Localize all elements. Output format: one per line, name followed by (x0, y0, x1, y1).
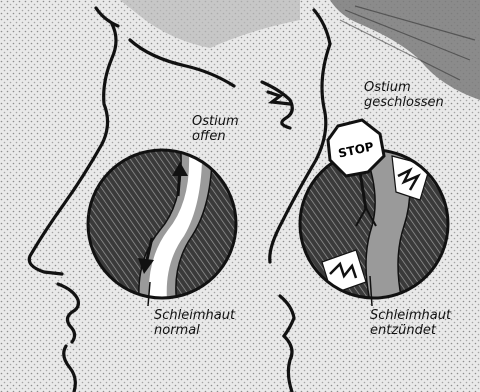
right-top-line2: geschlossen (364, 95, 444, 110)
right-bottom-label: Schleimhaut entzündet (370, 308, 451, 338)
left-bottom-line2: normal (154, 323, 235, 338)
right-bottom-line2: entzündet (370, 323, 451, 338)
left-top-line1: Ostium (192, 114, 239, 129)
left-top-line2: offen (192, 129, 239, 144)
left-bottom-label: Schleimhaut normal (154, 308, 235, 338)
left-top-label: Ostium offen (192, 114, 239, 144)
right-bottom-line1: Schleimhaut (370, 308, 451, 323)
left-bottom-line1: Schleimhaut (154, 308, 235, 323)
right-top-label: Ostium geschlossen (364, 80, 444, 110)
right-top-line1: Ostium (364, 80, 444, 95)
